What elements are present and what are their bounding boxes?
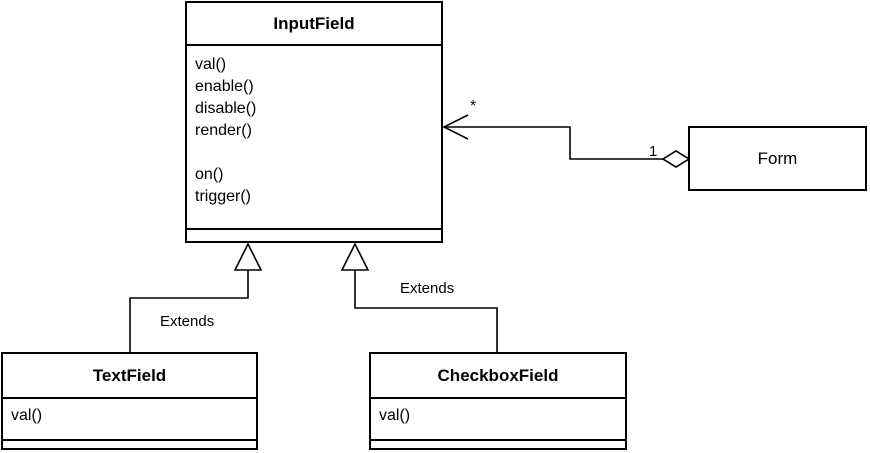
aggregation-connector — [444, 126, 663, 160]
class-textfield-methods: val() — [3, 399, 256, 431]
method-val: val() — [11, 407, 43, 424]
class-inputfield-name: InputField — [187, 3, 441, 46]
checkbox-inheritance-triangle — [340, 242, 370, 271]
class-inputfield[interactable]: InputField val() enable() disable() rend… — [185, 1, 443, 243]
method-val: val() — [379, 407, 411, 424]
class-checkboxfield[interactable]: CheckboxField val() — [369, 352, 627, 450]
multiplicity-one-label: 1 — [649, 143, 658, 160]
class-inputfield-attributes — [187, 228, 441, 241]
method-enable: enable() — [195, 78, 254, 95]
method-spacer — [195, 142, 433, 164]
textfield-extends-label: Extends — [160, 313, 215, 330]
method-val: val() — [195, 56, 227, 73]
checkbox-extends-label: Extends — [400, 280, 455, 297]
method-render: render() — [195, 122, 252, 139]
class-checkboxfield-methods: val() — [371, 399, 625, 431]
class-checkboxfield-attributes — [371, 439, 625, 448]
aggregation-diamond — [661, 150, 691, 168]
class-checkboxfield-name: CheckboxField — [371, 354, 625, 399]
multiplicity-many-label: * — [470, 98, 477, 115]
textfield-extends-connector — [129, 270, 249, 352]
method-on: on() — [195, 166, 224, 183]
method-disable: disable() — [195, 100, 257, 117]
open-arrow-head — [442, 114, 469, 140]
class-form[interactable]: Form — [688, 126, 867, 191]
checkbox-extends-connector — [354, 270, 498, 352]
method-trigger: trigger() — [195, 188, 252, 205]
class-textfield-name: TextField — [3, 354, 256, 399]
class-textfield[interactable]: TextField val() — [1, 352, 258, 450]
class-textfield-attributes — [3, 439, 256, 448]
textfield-inheritance-triangle — [233, 242, 263, 271]
class-inputfield-methods: val() enable() disable() render() on() t… — [187, 46, 441, 212]
class-form-name: Form — [757, 148, 798, 168]
